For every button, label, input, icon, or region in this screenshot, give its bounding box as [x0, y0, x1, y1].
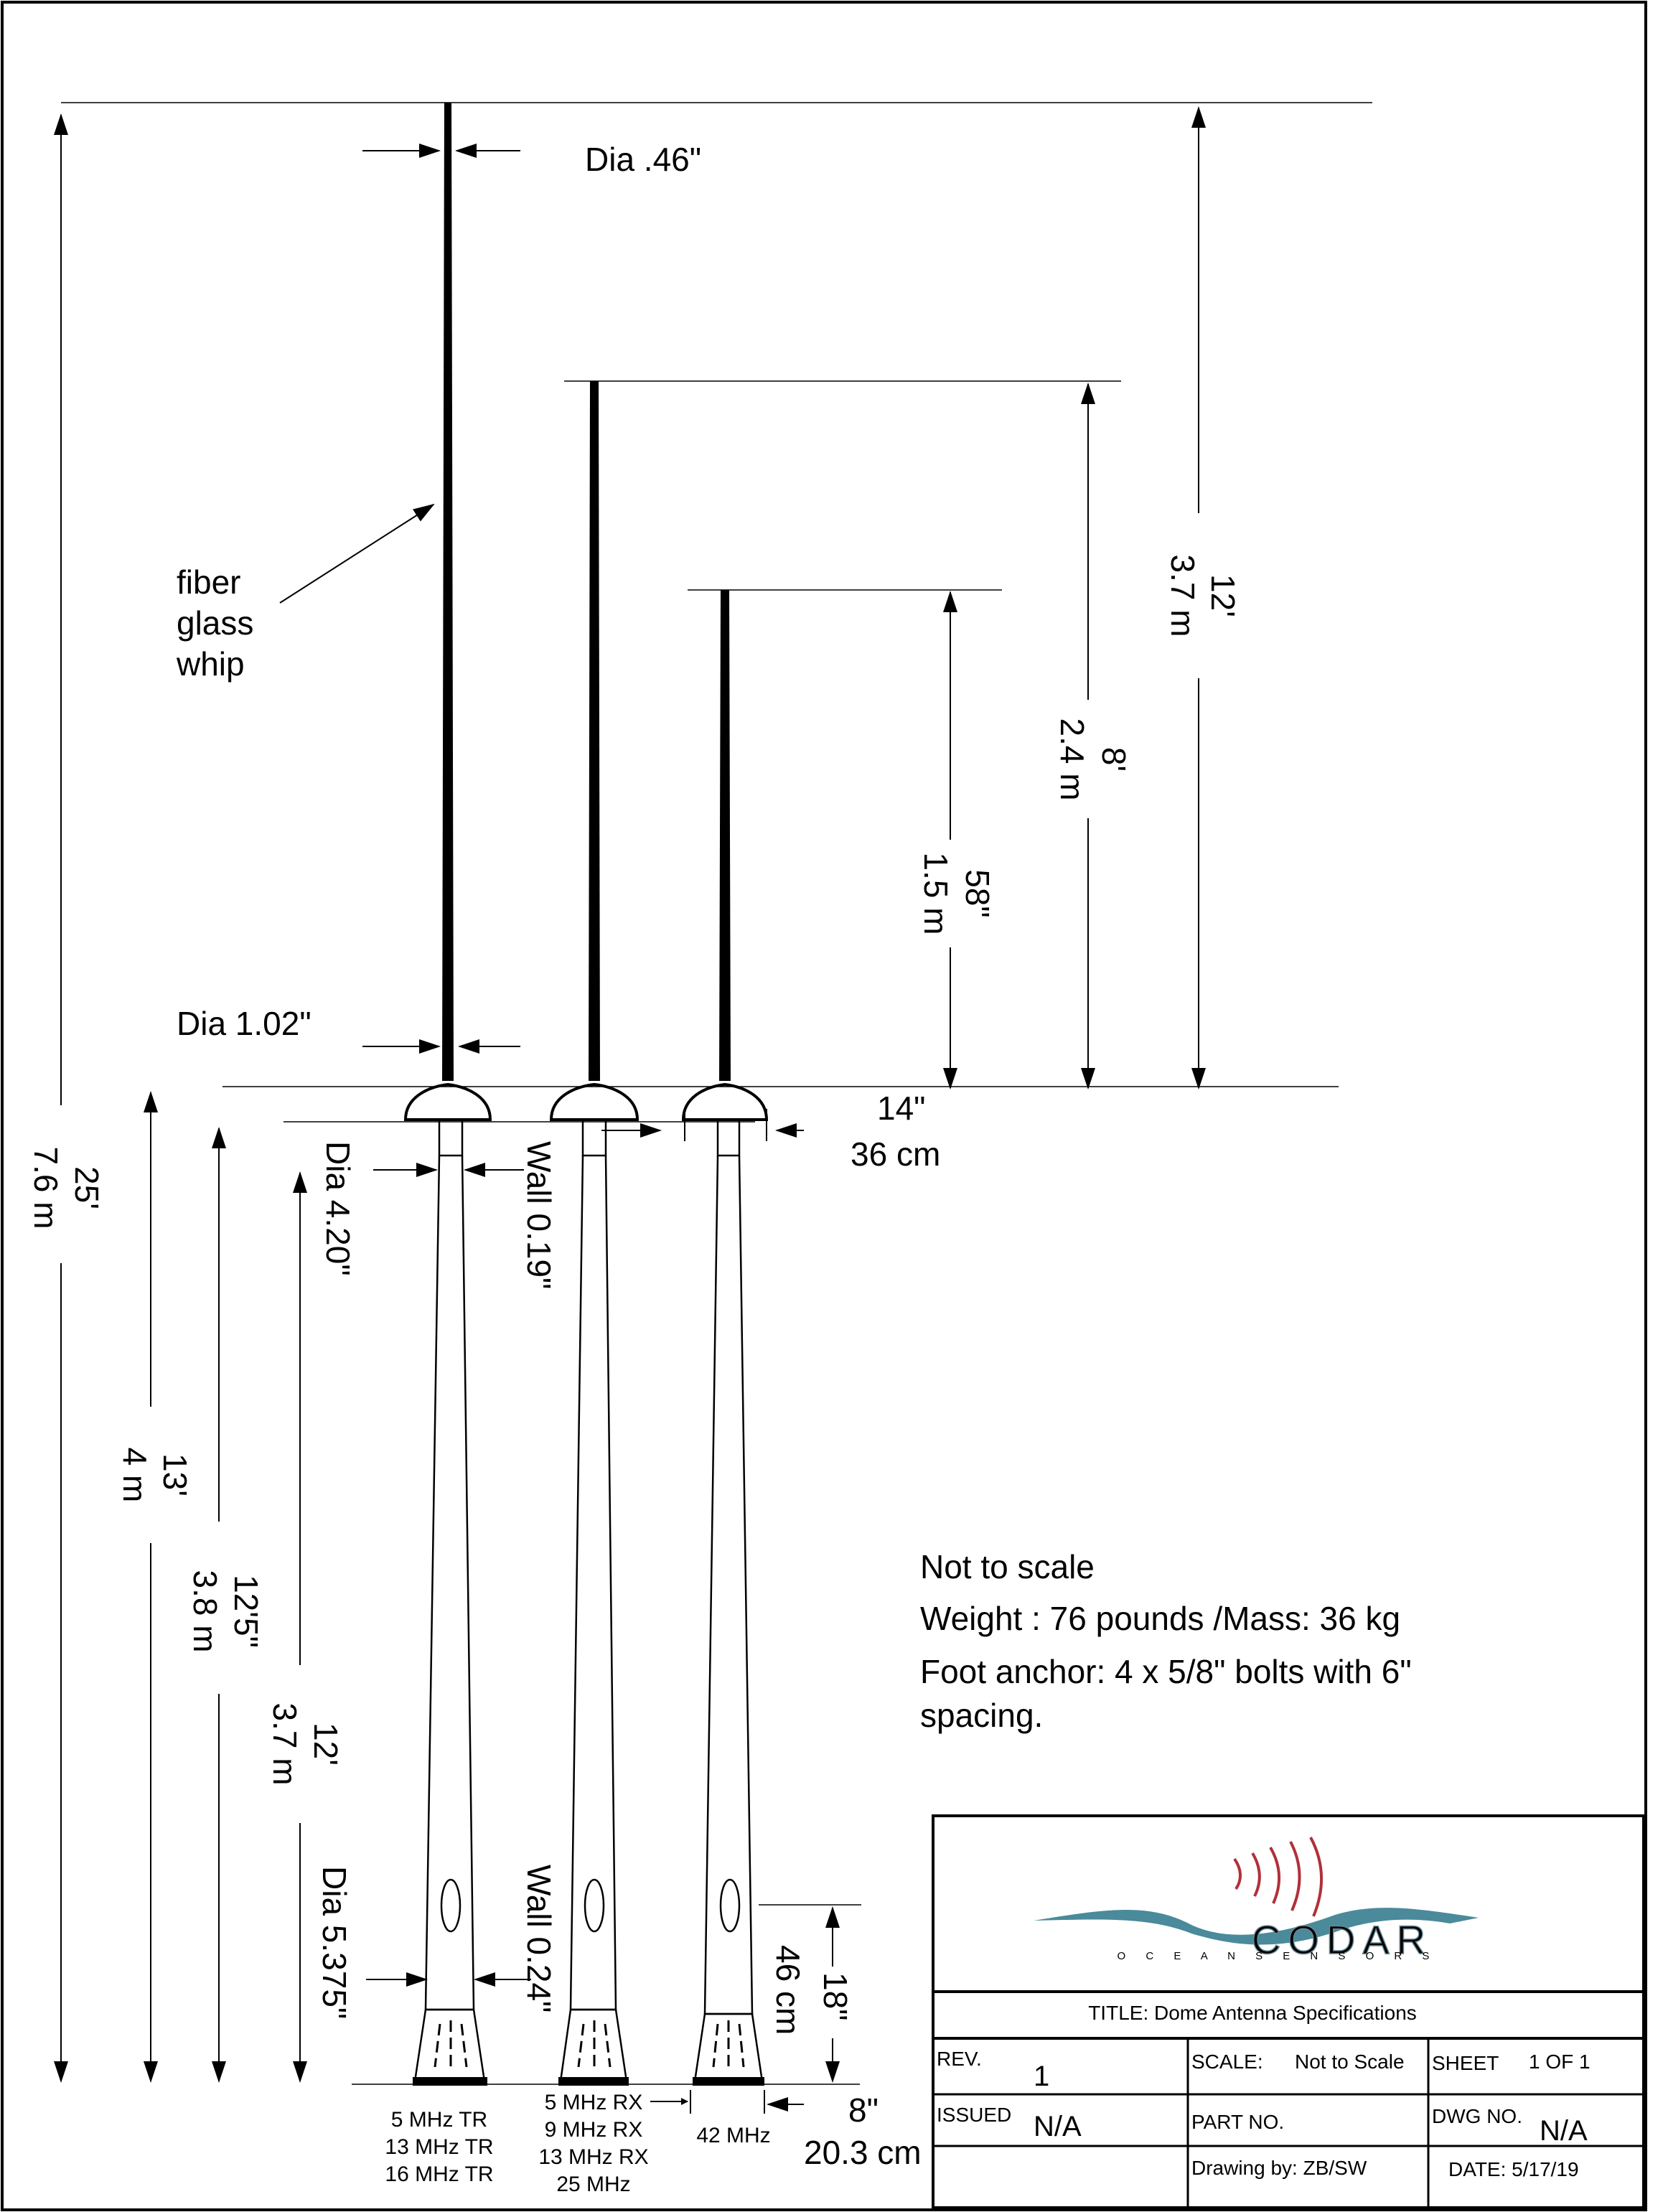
label-dia-whip-base: Dia 1.02" [177, 1005, 311, 1042]
label-dome-in: 14" [877, 1089, 926, 1127]
label-base-cm: 20.3 cm [804, 2134, 922, 2171]
dim-whip1-m: 3.7 m [1164, 554, 1201, 637]
dome-3 [681, 1082, 769, 1121]
label-hole-in: 18" [817, 1972, 854, 2021]
dim-pole1-m: 4 m [116, 1448, 154, 1503]
labels: Dia .46" fiber glass whip Dia 1.02" Dia … [27, 141, 1412, 2196]
whip-1 [442, 103, 454, 1081]
tb-sheet-label: SHEET [1432, 2052, 1499, 2074]
label-wall-019: Wall 0.19" [520, 1141, 558, 1289]
freq-ant2-2: 9 MHz RX [545, 2118, 643, 2142]
dim-pole3-m: 3.7 m [266, 1702, 304, 1785]
label-whip: whip [176, 645, 245, 683]
dim-total-ft: 25' [68, 1166, 106, 1209]
note-spacing: spacing. [920, 1697, 1043, 1734]
title-block: CODAR O C E A N S E N S O R S TITLE: Dom… [932, 1814, 1645, 2209]
tb-dwg-label: DWG NO. [1432, 2105, 1522, 2127]
tb-rev-label: REV. [937, 2048, 982, 2070]
tb-issued-label: ISSUED [937, 2104, 1011, 2126]
label-glass: glass [177, 604, 253, 642]
note-anchor: Foot anchor: 4 x 5/8" bolts with 6" [920, 1653, 1412, 1690]
dim-total-m: 7.6 m [27, 1146, 65, 1229]
freq-ant2-1: 5 MHz RX [545, 2091, 643, 2114]
whip-2 [589, 381, 600, 1081]
tb-sheet-value: 1 OF 1 [1529, 2051, 1591, 2073]
note-weight: Weight : 76 pounds /Mass: 36 kg [920, 1600, 1400, 1637]
freq-ant3-1: 42 MHz [696, 2124, 770, 2147]
label-wall-024: Wall 0.24" [520, 1865, 558, 2012]
label-dia-top: Dia .46" [585, 141, 701, 178]
codar-logo: CODAR O C E A N S E N S O R S [1034, 1837, 1479, 1963]
fiberglass-whips [442, 103, 731, 1081]
poles [413, 1118, 764, 2083]
label-dome-cm: 36 cm [851, 1135, 940, 1173]
label-dia-5375: Dia 5.375" [316, 1866, 353, 2019]
logo-word: CODAR [1252, 1917, 1433, 1962]
dome-1 [403, 1082, 492, 1121]
tb-rev-value: 1 [1034, 2061, 1049, 2092]
dim-whip1-ft: 12' [1204, 574, 1242, 617]
note-scale: Not to scale [920, 1548, 1095, 1585]
dim-whip3-ft: 58" [959, 869, 996, 918]
reference-lines [61, 102, 1372, 2085]
tb-scale-label: SCALE: [1191, 2051, 1263, 2073]
dimension-lines [54, 106, 1206, 2114]
dim-pole1-ft: 13' [156, 1453, 194, 1496]
label-fiber: fiber [177, 563, 240, 601]
dim-whip3-m: 1.5 m [917, 852, 955, 934]
tb-dwg-value: N/A [1540, 2115, 1588, 2147]
dim-whip2-ft: 8' [1095, 747, 1133, 772]
domes [403, 1082, 769, 1121]
dim-pole2-ft: 12'5" [228, 1575, 265, 1648]
base-plates [413, 2077, 764, 2086]
label-hole-cm: 46 cm [769, 1945, 807, 2035]
whip-3 [719, 590, 731, 1081]
freq-ant2-4: 25 MHz [556, 2173, 630, 2196]
dim-pole2-m: 3.8 m [187, 1570, 224, 1652]
tb-drawn-by: Drawing by: ZB/SW [1191, 2157, 1367, 2179]
dome-2 [549, 1082, 640, 1121]
freq-ant1-1: 5 MHz TR [391, 2108, 487, 2132]
label-dia-420: Dia 4.20" [319, 1141, 357, 1276]
label-base-in: 8" [848, 2091, 879, 2129]
freq-ant1-3: 16 MHz TR [385, 2162, 493, 2186]
logo-sub: O C E A N S E N S O R S [1118, 1950, 1438, 1962]
tb-issued-value: N/A [1034, 2111, 1082, 2142]
tb-scale-value: Not to Scale [1295, 2051, 1405, 2073]
tb-title: TITLE: Dome Antenna Specifications [1088, 2002, 1417, 2024]
tb-date: DATE: 5/17/19 [1448, 2158, 1579, 2180]
dim-whip2-m: 2.4 m [1054, 718, 1091, 800]
dim-pole3-ft: 12' [307, 1723, 345, 1766]
freq-ant2-3: 13 MHz RX [538, 2145, 648, 2169]
tb-part-label: PART NO. [1191, 2111, 1284, 2133]
freq-ant1-2: 13 MHz TR [385, 2135, 493, 2159]
